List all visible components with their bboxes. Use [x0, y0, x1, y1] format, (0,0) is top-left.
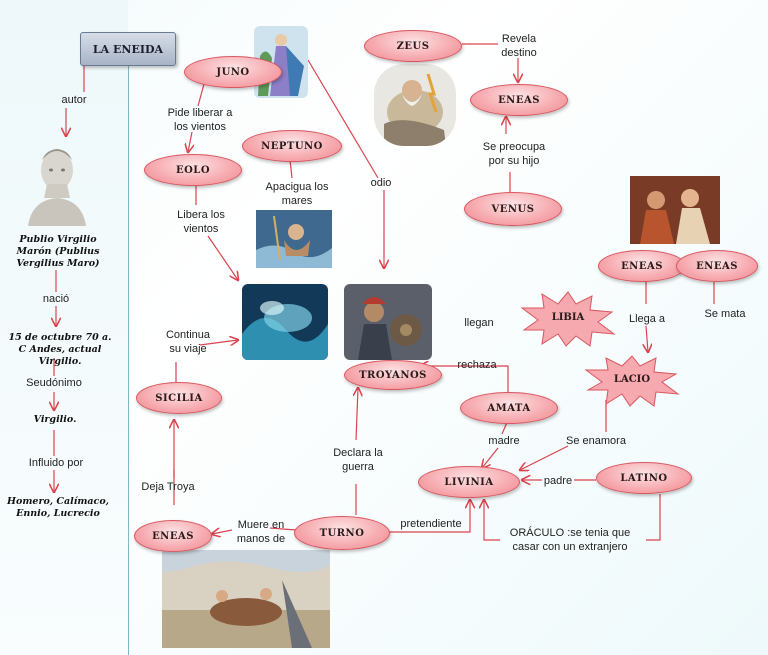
neptune-image: [256, 210, 332, 268]
label-padre: padre: [543, 475, 573, 487]
node-sicilia: SICILIA: [136, 382, 222, 414]
node-latino: LATINO: [596, 462, 692, 494]
label-pretendiente: pretendiente: [400, 518, 462, 530]
node-eneas-right-2: ENEAS: [676, 250, 758, 282]
label-se-mata: Se mata: [704, 308, 746, 320]
label-llega-a: Llega a: [628, 313, 666, 325]
node-lacio: LACIO: [613, 374, 651, 385]
label-revela: Revela destino: [501, 33, 537, 59]
pseudonym: Virgilio.: [33, 414, 77, 425]
label-odio: odio: [370, 177, 392, 189]
storm-image: [242, 284, 328, 360]
node-troyanos: TROYANOS: [344, 360, 442, 390]
node-juno: JUNO: [184, 56, 282, 88]
label-pide: Pide liberar a los vientos: [167, 107, 233, 133]
label-apacigua: Apacigua los mares: [265, 181, 329, 207]
birth-date: 15 de octubre 70 a. C Andes, actual Virg…: [8, 332, 112, 367]
node-zeus: ZEUS: [364, 30, 462, 62]
divider-line: [128, 60, 129, 655]
influences: Homero, Calímaco, Ennio, Lucrecio: [7, 496, 109, 519]
node-eneas-bottom: ENEAS: [134, 520, 212, 552]
label-autor: autor: [61, 94, 87, 106]
label-seudonimo: Seudónimo: [26, 377, 82, 389]
label-libera: Libera los vientos: [177, 209, 225, 235]
node-eneas-right-1: ENEAS: [598, 250, 686, 282]
label-preocupa: Se preocupa por su hijo: [482, 141, 546, 167]
node-lacio-shape: [584, 355, 680, 407]
left-panel: [0, 0, 128, 655]
node-livinia: LIVINIA: [418, 466, 520, 498]
label-nacio: nació: [42, 293, 70, 305]
label-rechaza: rechaza: [457, 359, 497, 371]
label-llegan: llegan: [464, 317, 494, 329]
lovers-image: [630, 176, 720, 244]
label-enamora: Se enamora: [566, 435, 626, 447]
label-continua: Continua su viaje: [165, 329, 211, 355]
node-eneas-top: ENEAS: [470, 84, 568, 116]
node-venus: VENUS: [464, 192, 562, 226]
label-influido: Influido por: [28, 457, 84, 469]
label-deja: Deja Troya: [141, 481, 195, 493]
zeus-image: [374, 64, 456, 146]
label-muere: Muere en manos de: [236, 519, 286, 545]
label-madre: madre: [488, 435, 520, 447]
author-name: Publio Virgilio Marón (Publius Vergilius…: [16, 234, 100, 269]
node-turno: TURNO: [294, 516, 390, 550]
label-declara: Declara la guerra: [333, 447, 383, 473]
node-eolo: EOLO: [144, 154, 242, 186]
trojans-image: [344, 284, 432, 360]
node-neptuno: NEPTUNO: [242, 130, 342, 162]
label-oraculo: ORÁCULO :se tenia que casar con un extra…: [509, 527, 631, 553]
diagram-title: LA ENEIDA: [80, 32, 176, 66]
battle-painting-image: [162, 550, 330, 648]
node-libia: LIBIA: [551, 312, 585, 323]
virgil-bust-image: [28, 149, 86, 226]
node-amata: AMATA: [460, 392, 558, 424]
node-libia-shape: [520, 291, 616, 347]
